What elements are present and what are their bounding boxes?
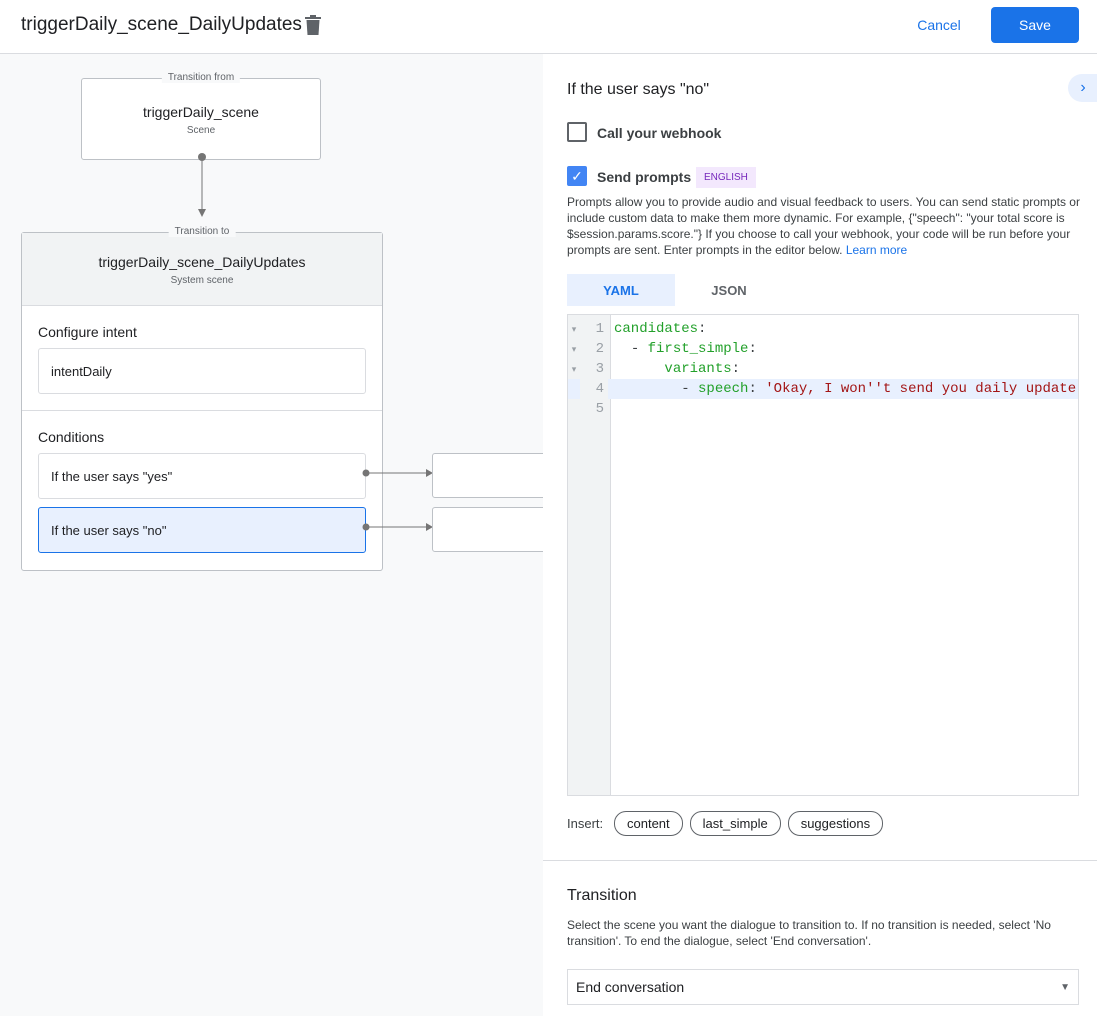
fold-arrow-icon[interactable]: ▾ [571, 364, 577, 374]
insert-chip-last-simple[interactable]: last_simple [689, 811, 781, 836]
fold-arrow-icon[interactable]: ▾ [571, 324, 577, 334]
yaml-key: first_simple [647, 341, 749, 357]
code-line: 5 [568, 399, 1078, 419]
transition-to-node: Transition to triggerDaily_scene_DailyUp… [21, 226, 383, 571]
panel-heading: If the user says "no" [567, 81, 710, 98]
header: triggerDaily_scene_DailyUpdates Cancel S… [0, 0, 1097, 54]
insert-chip-content[interactable]: content [614, 811, 683, 836]
insert-chip-suggestions[interactable]: suggestions [787, 811, 884, 836]
fold-arrow-icon[interactable]: ▾ [571, 344, 577, 354]
indent [614, 341, 631, 357]
yaml-key: variants [664, 361, 732, 377]
line-number: 5 [580, 399, 608, 419]
transition-description: Select the scene you want the dialogue t… [567, 918, 1051, 948]
condition-connectors [362, 469, 433, 531]
code-line: ▾3 variants: [568, 359, 1078, 379]
yaml-key: candidates [614, 321, 699, 337]
scene-canvas[interactable]: Transition from triggerDaily_scene Scene… [0, 54, 543, 1016]
indent [614, 361, 664, 377]
dropdown-arrow-icon: ▼ [1060, 981, 1070, 993]
from-scene-type: Scene [186, 125, 216, 136]
cancel-button[interactable]: Cancel [917, 17, 961, 33]
webhook-label: Call your webhook [597, 125, 722, 141]
webhook-checkbox[interactable] [567, 122, 587, 142]
from-scene-name: triggerDaily_scene [143, 104, 259, 120]
transition-to-legend: Transition to [168, 226, 236, 237]
fold-arrow-icon[interactable] [568, 379, 580, 399]
configure-intent-heading: Configure intent [38, 324, 137, 340]
fold-arrow-icon[interactable] [568, 399, 580, 419]
conditions-heading: Conditions [38, 429, 105, 445]
transition-from-node[interactable]: Transition from triggerDaily_scene Scene [81, 72, 321, 160]
connector-arrow [198, 153, 206, 217]
condition-yes[interactable]: If the user says "yes" [38, 453, 366, 499]
send-prompts-label: Send prompts [597, 169, 692, 185]
transition-from-legend: Transition from [161, 72, 241, 83]
indent [614, 381, 681, 397]
line-number: 4 [580, 379, 608, 399]
transition-select[interactable]: End conversation ▼ [567, 969, 1079, 1005]
transition-heading: Transition [567, 887, 637, 904]
page-title: triggerDaily_scene_DailyUpdates [21, 14, 302, 35]
trash-icon[interactable] [305, 15, 321, 35]
to-scene-name: triggerDaily_scene_DailyUpdates [98, 254, 306, 270]
tab-yaml[interactable]: YAML [567, 274, 675, 306]
language-badge: ENGLISH [696, 167, 756, 188]
send-prompts-checkbox[interactable]: ✓ [567, 166, 587, 186]
line-number: 3 [580, 359, 608, 379]
save-button[interactable]: Save [991, 7, 1079, 43]
line-number: 2 [580, 339, 608, 359]
transition-select-value: End conversation [576, 979, 685, 995]
code-line: 4 - speech: 'Okay, I won''t send you dai… [568, 379, 1078, 399]
yaml-key: speech [698, 381, 749, 397]
to-scene-type: System scene [170, 275, 234, 286]
insert-label: Insert: [567, 816, 604, 831]
collapse-panel-chevron-icon[interactable]: › [1068, 74, 1097, 102]
yaml-string: 'Okay, I won''t send you daily update [756, 381, 1077, 397]
prompts-description: Prompts allow you to provide audio and v… [567, 194, 1082, 258]
learn-more-link[interactable]: Learn more [845, 243, 908, 257]
no-target-node[interactable] [432, 507, 543, 552]
condition-panel: If the user says "no" › Call your webhoo… [543, 54, 1097, 1016]
check-icon: ✓ [571, 167, 583, 184]
line-number: 1 [580, 319, 608, 339]
code-line: ▾2 - first_simple: [568, 339, 1078, 359]
tab-json[interactable]: JSON [711, 282, 747, 298]
yes-target-node[interactable] [432, 453, 543, 498]
dash: - [630, 341, 648, 357]
intent-item[interactable]: intentDaily [38, 348, 366, 394]
dash: - [681, 381, 699, 397]
condition-no[interactable]: If the user says "no" [38, 507, 366, 553]
description-text: Prompts allow you to provide audio and v… [567, 195, 1080, 257]
